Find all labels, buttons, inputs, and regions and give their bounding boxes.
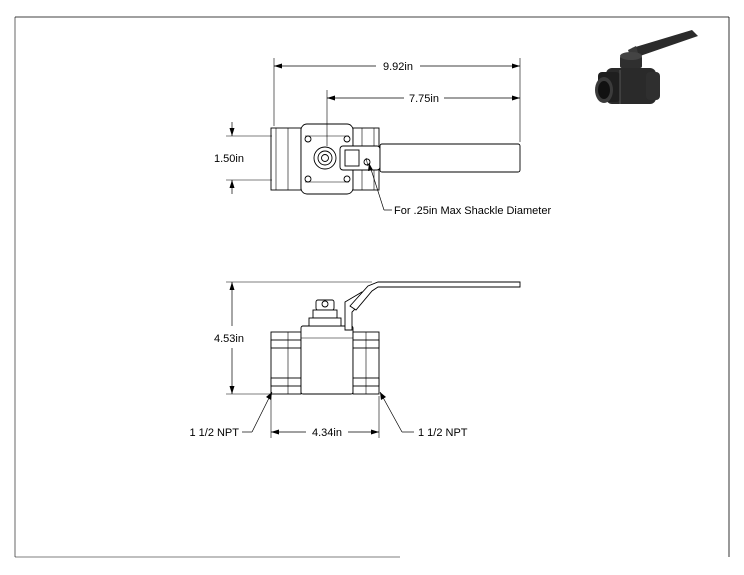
valve-top-view — [270, 123, 521, 195]
top-height-label: 1.50in — [214, 153, 244, 165]
left-npt-leader — [242, 391, 273, 433]
right-npt-note: 1 1/2 NPT — [418, 427, 468, 439]
valve-3d-preview — [595, 30, 698, 104]
shackle-note: For .25in Max Shackle Diameter — [394, 205, 551, 217]
end-to-end-label: 4.34in — [312, 427, 342, 439]
dimension-overall-height — [226, 281, 372, 395]
shackle-leader — [368, 162, 392, 211]
dimension-end-to-end — [270, 396, 380, 438]
overall-height-label: 4.53in — [214, 333, 244, 345]
right-npt-leader — [379, 391, 414, 433]
dimension-handle-length — [326, 90, 520, 146]
sheet-border — [14, 16, 730, 558]
dimension-overall-length — [273, 58, 521, 142]
overall-length-label: 9.92in — [383, 61, 413, 73]
handle-length-label: 7.75in — [409, 93, 439, 105]
left-npt-note: 1 1/2 NPT — [189, 427, 239, 439]
dimension-top-height — [226, 122, 272, 194]
valve-front-view — [270, 281, 521, 395]
